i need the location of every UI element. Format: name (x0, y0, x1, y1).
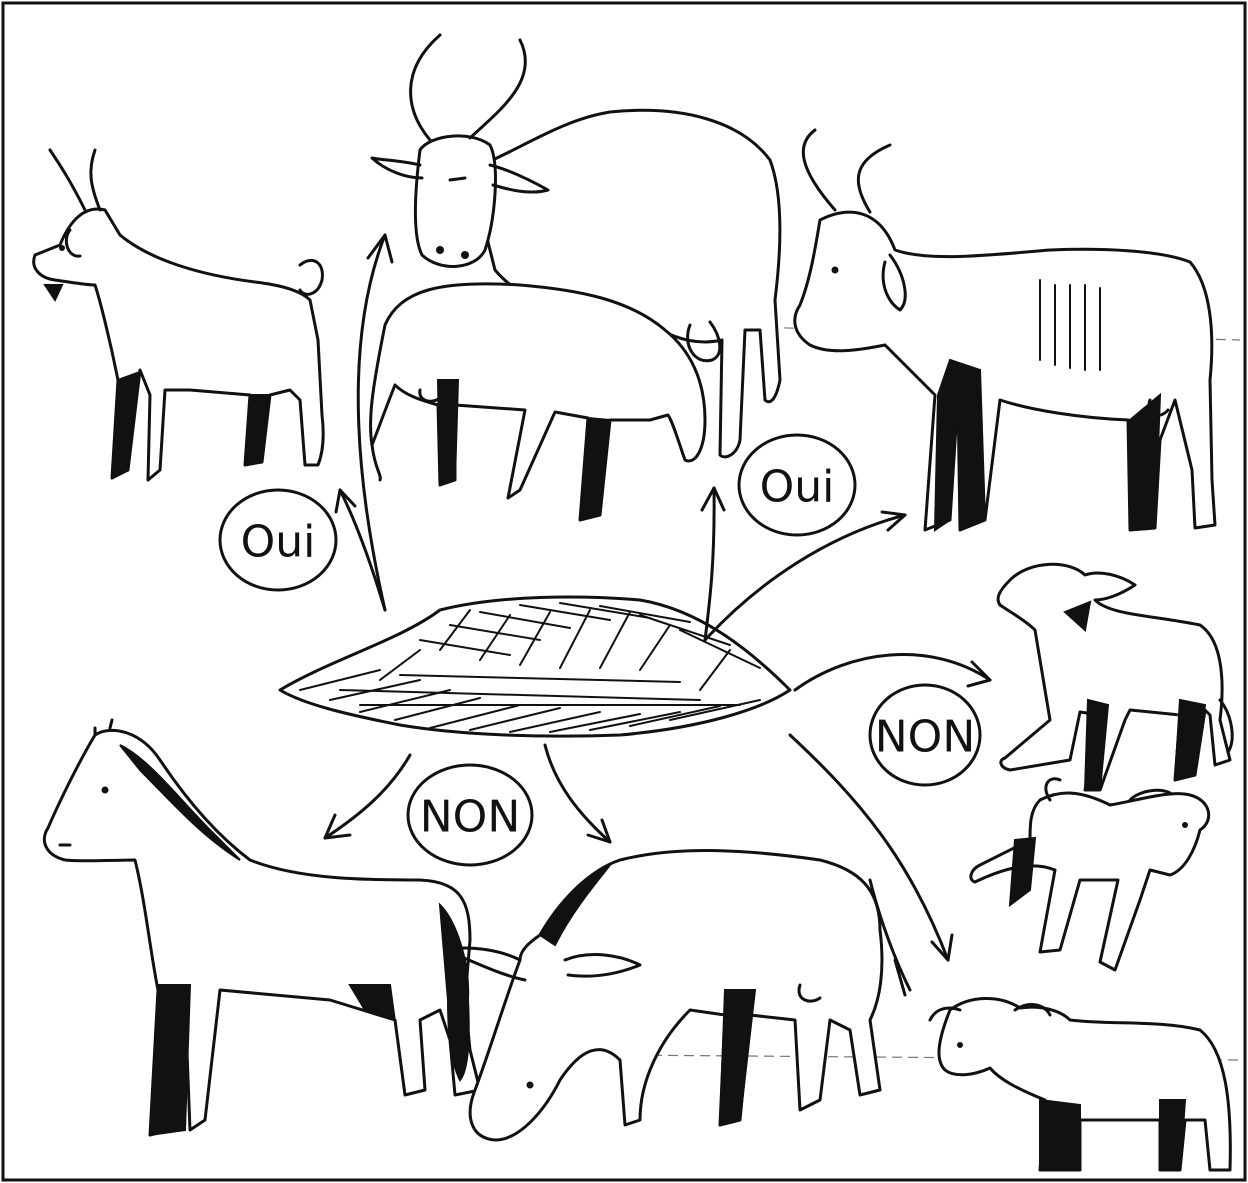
arrow-to-donkey (545, 745, 610, 842)
label-no-horse-donkey: NON (420, 792, 520, 843)
label-bubble-no-young: NON (870, 685, 980, 785)
thin-cow-icon (795, 130, 1215, 530)
goat-kids-icon (971, 564, 1232, 970)
goat-icon (34, 150, 324, 480)
hay-pile-icon (280, 597, 790, 736)
label-yes-cattle: Oui (760, 462, 835, 513)
label-no-young: NON (875, 712, 975, 763)
arrow-to-goat (340, 490, 385, 610)
arrow-to-kids (795, 655, 990, 690)
label-bubble-no-horse-donkey: NON (408, 765, 532, 865)
arrow-to-calf-cow (705, 488, 714, 640)
donkey-icon (445, 851, 910, 1140)
young-calf-icon (930, 998, 1230, 1170)
arrow-to-horse (325, 755, 410, 838)
horse-icon (44, 720, 480, 1135)
label-bubble-yes-cattle: Oui (739, 435, 855, 535)
label-bubble-yes-goat: Oui (220, 490, 336, 590)
label-yes-goat: Oui (241, 517, 316, 568)
